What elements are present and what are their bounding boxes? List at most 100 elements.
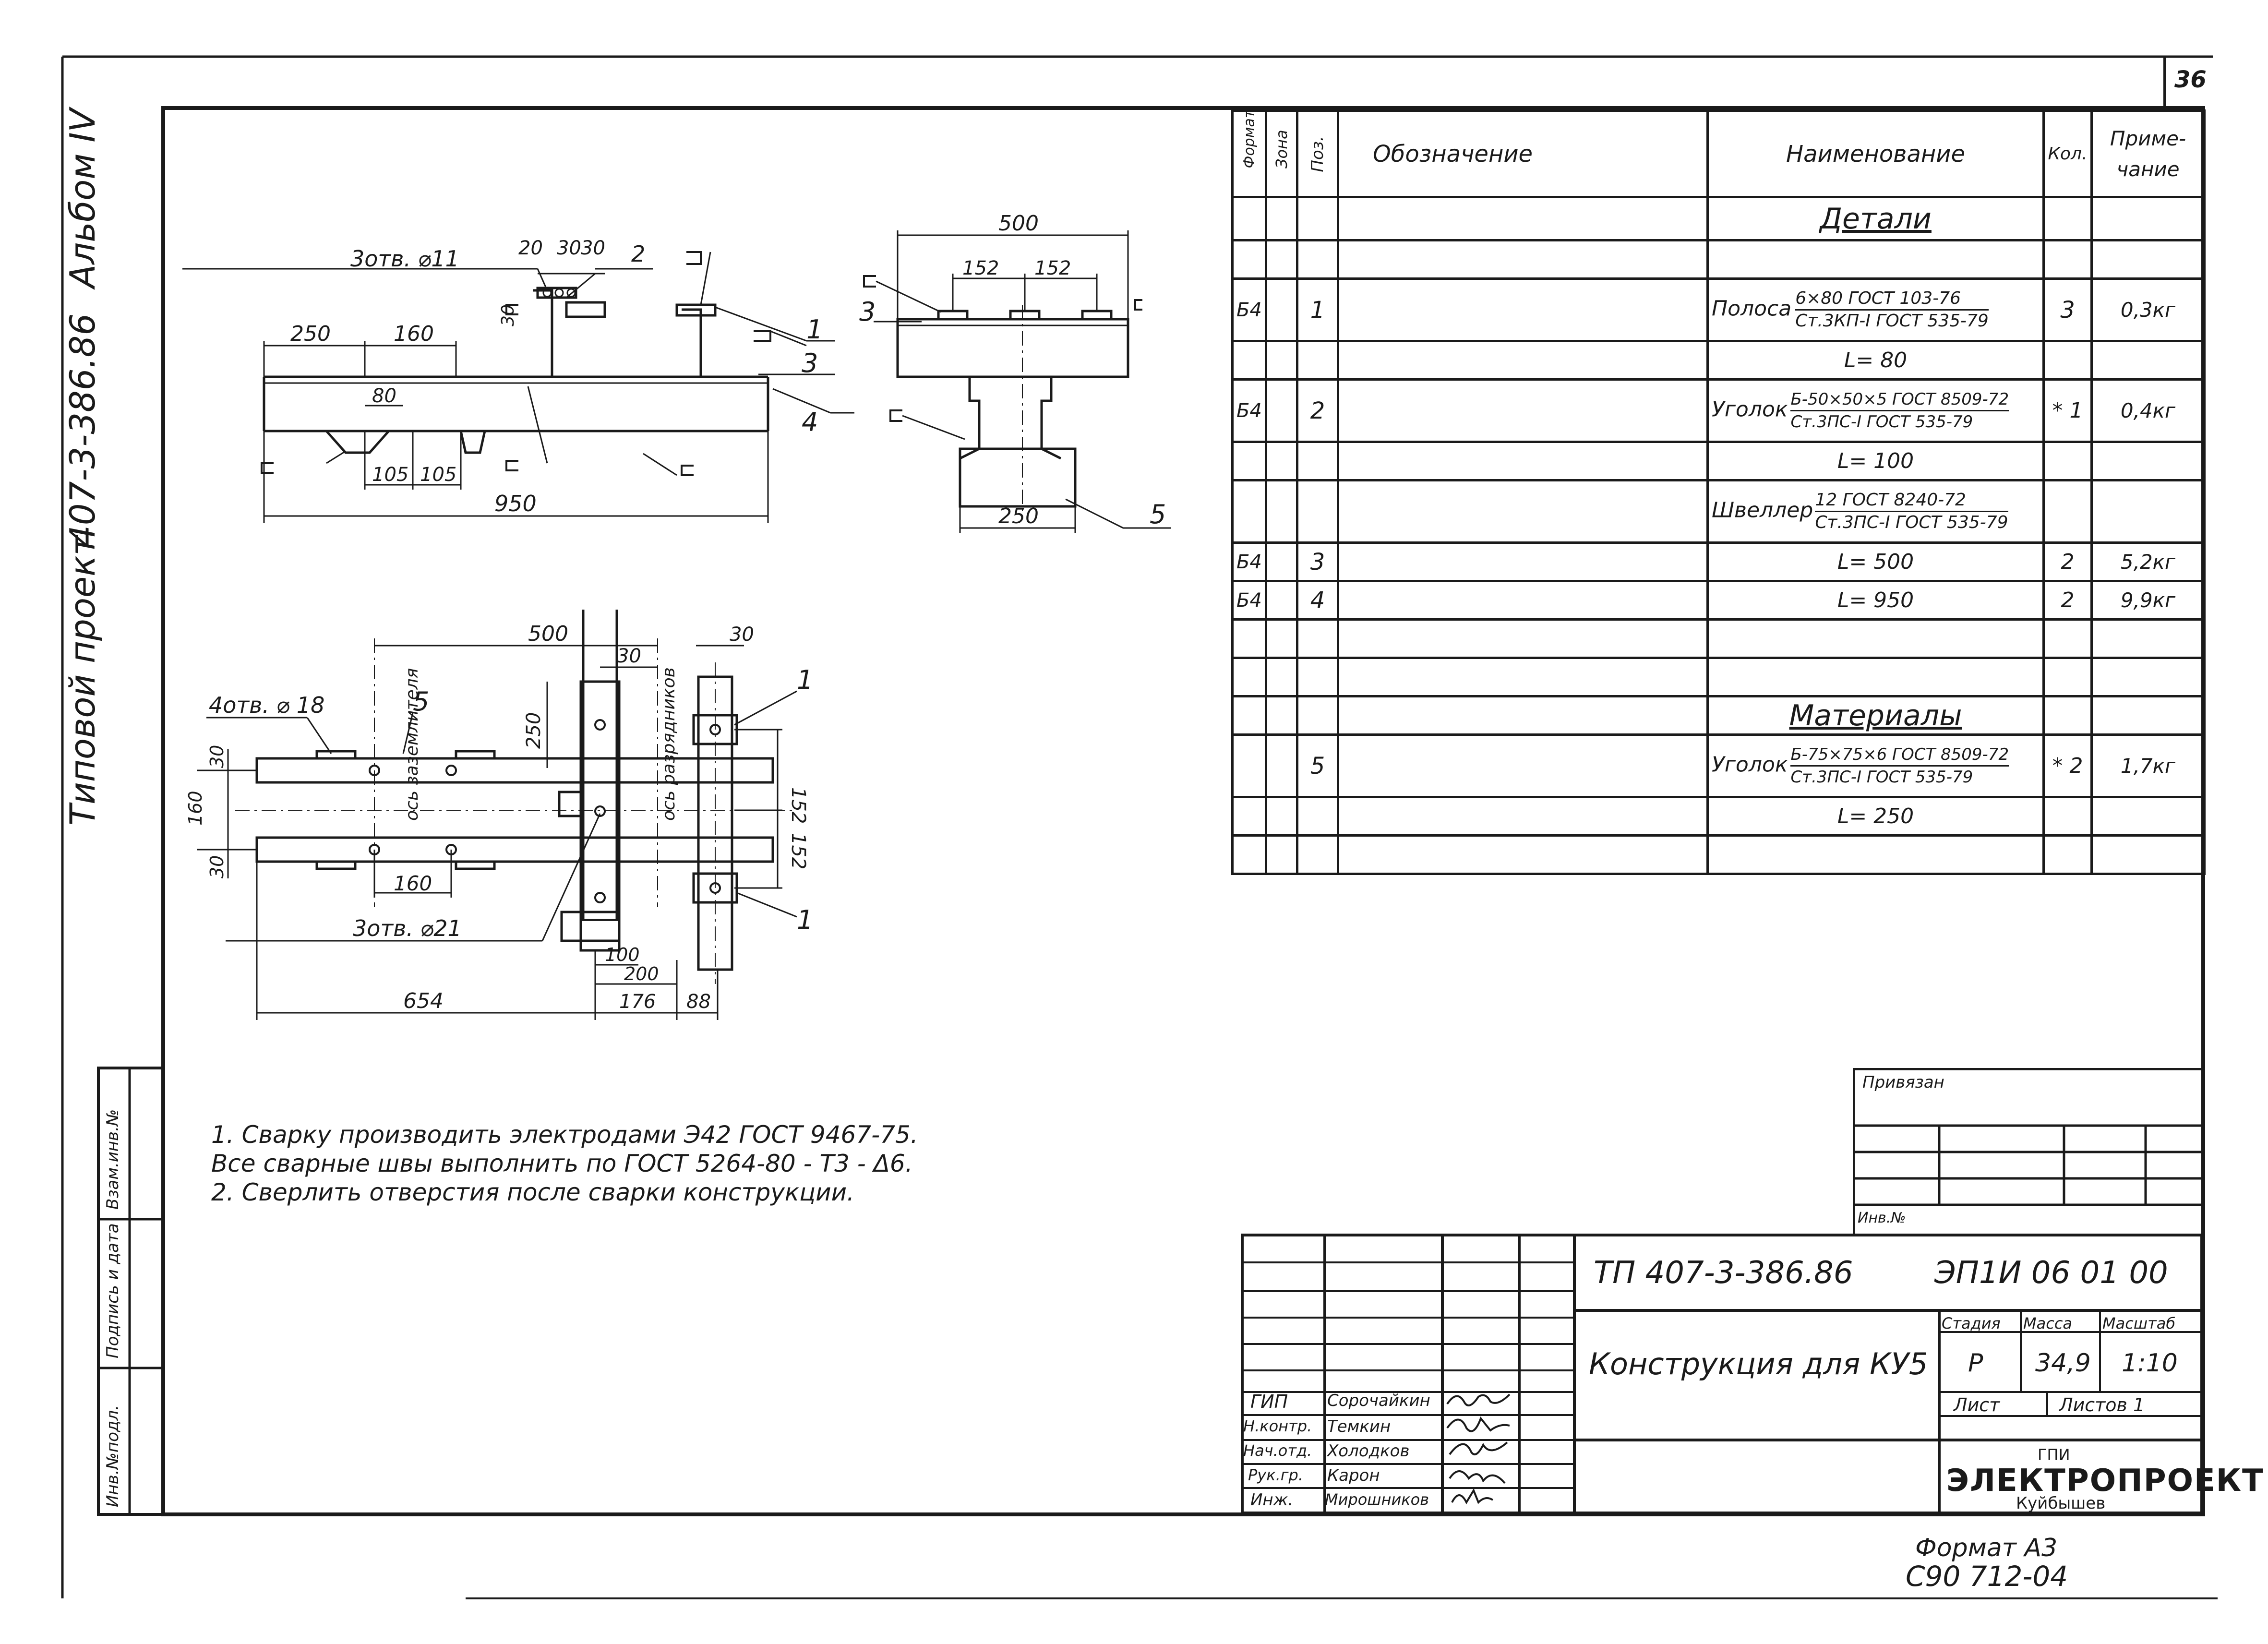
org-city: Куйбышев bbox=[2016, 1494, 2106, 1513]
dim-label: 160 bbox=[394, 872, 432, 895]
pos-label: 1 bbox=[797, 905, 813, 935]
dim-label: 30 bbox=[581, 237, 605, 259]
dim-label: 30 bbox=[617, 645, 641, 667]
axis-label: ось разрядников bbox=[659, 667, 679, 821]
note-line-1: 1. Сварку производить электродами Э42 ГО… bbox=[211, 1121, 918, 1149]
stamp-inv-orig: Инв.№подл. bbox=[103, 1405, 122, 1507]
attach-title: Привязан bbox=[1862, 1073, 1944, 1092]
dim-label: 176 bbox=[619, 991, 656, 1013]
stamp-sign-date: Подпись и дата bbox=[103, 1223, 122, 1358]
staff-role-4: Инж. bbox=[1250, 1490, 1294, 1510]
pos-label: 4 bbox=[802, 407, 818, 437]
pos-label: 3 bbox=[802, 348, 818, 378]
scale-label: Масштаб bbox=[2102, 1314, 2176, 1332]
dim-label: 4отв. ⌀ 18 bbox=[209, 692, 324, 718]
spec-table: Формат Зона Поз. Обозначение Наименовани… bbox=[1231, 109, 2206, 875]
scale-value: 1:10 bbox=[2122, 1349, 2178, 1378]
col-name: Наименование bbox=[1706, 109, 2045, 198]
doc-code: ТП 407-3-386.86 bbox=[1594, 1255, 1853, 1291]
staff-role-2: Нач.отд. bbox=[1243, 1441, 1312, 1460]
sheets-label: Листов 1 bbox=[2059, 1394, 2145, 1416]
pos-label: 3 bbox=[859, 297, 876, 327]
pos-label: 1 bbox=[806, 314, 823, 345]
dim-label: 250 bbox=[998, 504, 1039, 528]
dim-label: 30 bbox=[557, 237, 581, 259]
doc-number: ЭП1И 06 01 00 bbox=[1934, 1255, 2168, 1291]
footer-format: Формат А3 bbox=[1915, 1534, 2058, 1562]
spec-row: Б4 4 L= 950 2 9,9кг bbox=[1231, 580, 2206, 621]
attach-block bbox=[1853, 1068, 2203, 1236]
dim-label: 160 bbox=[185, 791, 206, 826]
dim-label: 3отв. ⌀11 bbox=[350, 246, 459, 272]
pos-label: 1 bbox=[797, 665, 813, 695]
side-label-album: Альбом IV bbox=[62, 108, 103, 288]
sheet-label: Лист bbox=[1954, 1394, 2000, 1416]
col-pos: Поз. bbox=[1296, 109, 1339, 198]
staff-role-1: Н.контр. bbox=[1243, 1417, 1312, 1435]
col-designation: Обозначение bbox=[1337, 109, 1709, 198]
dim-label: 20 bbox=[518, 237, 543, 259]
dim-label: 654 bbox=[403, 989, 444, 1013]
dim-label: 30 bbox=[206, 745, 228, 768]
dim-label: 30 bbox=[498, 304, 518, 326]
dim-label: 105 bbox=[420, 464, 456, 486]
staff-name-0: Сорочайкин bbox=[1327, 1391, 1430, 1410]
col-zone: Зона bbox=[1265, 109, 1298, 198]
staff-name-4: Мирошников bbox=[1325, 1490, 1429, 1509]
pos-label: 5 bbox=[1150, 499, 1166, 529]
dim-label: 250 bbox=[290, 322, 331, 346]
dim-label: 2 bbox=[631, 241, 645, 267]
dim-label: 152 bbox=[1034, 257, 1071, 279]
dim-label: 500 bbox=[998, 211, 1039, 236]
mass-label: Масса bbox=[2023, 1314, 2073, 1332]
note-line-2: Все сварные швы выполнить по ГОСТ 5264-8… bbox=[211, 1150, 913, 1177]
plan-view-drawing: 4отв. ⌀ 18 500 30 30 250 ось заземлителя… bbox=[185, 610, 813, 1020]
staff-name-1: Темкин bbox=[1327, 1417, 1391, 1436]
col-qty: Кол. bbox=[2042, 109, 2093, 198]
stage-label: Стадия bbox=[1942, 1314, 2001, 1332]
footer-code: С90 712-04 bbox=[1906, 1560, 2068, 1593]
signatures bbox=[1446, 1393, 1511, 1505]
dim-label: 160 bbox=[394, 322, 434, 346]
dim-label: 105 bbox=[372, 464, 408, 486]
dim-label: 500 bbox=[528, 622, 568, 646]
staff-role-3: Рук.гр. bbox=[1248, 1466, 1304, 1484]
col-note: Приме-чание bbox=[2090, 109, 2206, 198]
stamp-replace-inv: Взам.инв.№ bbox=[103, 1109, 122, 1210]
org-name: ЭЛЕКТРОПРОЕКТ bbox=[1946, 1463, 2264, 1499]
dim-label: 200 bbox=[624, 963, 659, 984]
axis-label: ось заземлителя bbox=[402, 668, 422, 821]
dim-label: 950 bbox=[494, 491, 537, 516]
dim-label: 152 bbox=[787, 833, 809, 869]
section-view-drawing: 500 152 152 250 3 5 bbox=[859, 211, 1171, 533]
side-view-drawing: 3отв. ⌀11 20 30 30 2 30 250 160 80 105 1… bbox=[182, 237, 854, 523]
pos-label: 5 bbox=[413, 686, 429, 717]
dim-label: 88 bbox=[686, 991, 711, 1013]
mass-value: 34,9 bbox=[2035, 1349, 2091, 1378]
dim-label: 100 bbox=[605, 944, 640, 965]
section-materials: Материалы bbox=[1706, 695, 2045, 736]
stage-value: Р bbox=[1968, 1349, 1983, 1378]
dim-label: 3отв. ⌀21 bbox=[353, 915, 462, 941]
side-label-code: 407-3-386.86 bbox=[62, 313, 103, 547]
dim-label: 152 bbox=[787, 787, 809, 824]
staff-role-0: ГИП bbox=[1250, 1391, 1288, 1412]
staff-name-3: Карон bbox=[1327, 1466, 1380, 1485]
staff-name-2: Холодков bbox=[1327, 1441, 1410, 1461]
dim-label: 80 bbox=[372, 385, 396, 407]
note-line-3: 2. Сверлить отверстия после сварки конст… bbox=[211, 1178, 855, 1206]
org-small: ГПИ bbox=[2038, 1446, 2070, 1464]
attach-inv: Инв.№ bbox=[1858, 1210, 1906, 1226]
dim-label: 250 bbox=[523, 712, 545, 749]
dim-label: 30 bbox=[730, 624, 754, 646]
section-details: Детали bbox=[1706, 196, 2045, 241]
title-block-grid bbox=[1241, 1234, 2203, 1514]
col-format: Формат bbox=[1231, 109, 1267, 198]
spec-row: Б4 3 L= 500 2 5,2кг bbox=[1231, 541, 2206, 582]
sheet-number: 36 bbox=[2174, 66, 2207, 93]
dim-label: 152 bbox=[962, 257, 999, 279]
doc-title: Конструкция для КУ5 bbox=[1589, 1346, 1928, 1381]
